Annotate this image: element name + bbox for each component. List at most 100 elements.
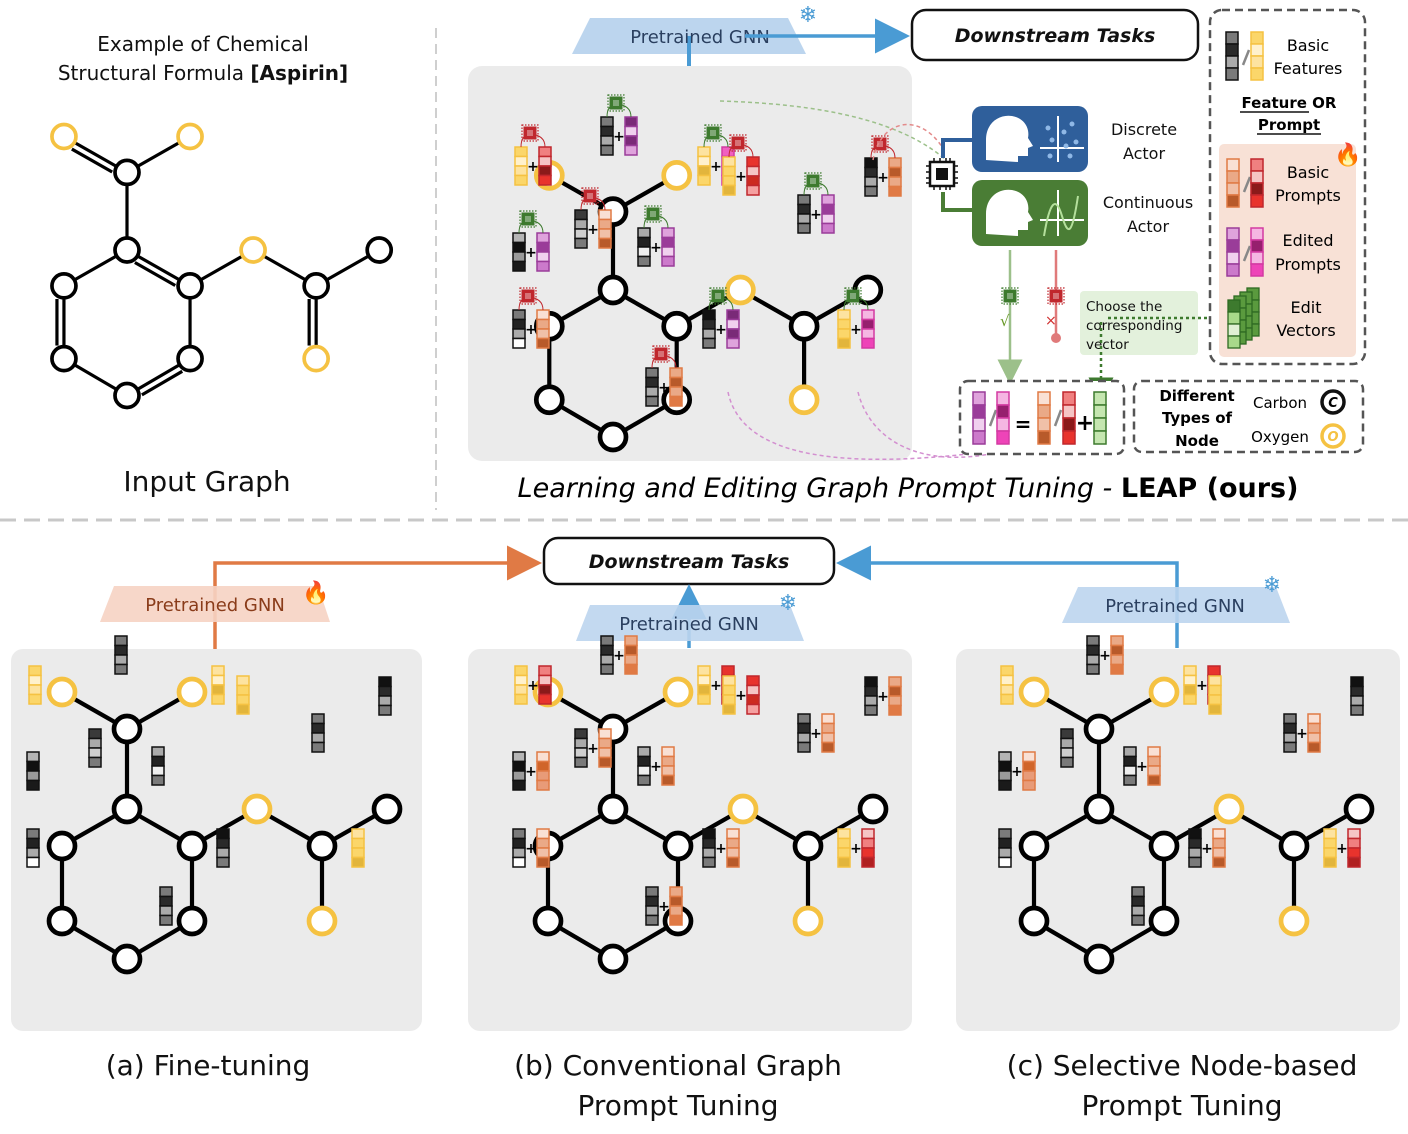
carbon-node	[1148, 830, 1180, 862]
plus-sign: +	[613, 129, 625, 145]
prompt-vector-C6	[669, 367, 683, 407]
carbon-node	[597, 421, 629, 453]
feature-vector-C8	[311, 713, 325, 753]
plus-sign: +	[850, 322, 862, 338]
agent-chip-icon	[926, 158, 958, 190]
carbon-node	[113, 158, 141, 187]
selective-caption-1: (c) Selective Node-based	[1007, 1049, 1358, 1082]
plus-sign: +	[810, 207, 822, 223]
feature-vector-C4	[512, 751, 526, 791]
legend-edited-pink	[1250, 227, 1264, 277]
feature-vector-O3	[722, 156, 736, 196]
carbon-node	[661, 310, 693, 342]
chip-icon	[709, 287, 727, 305]
feature-vector-C1	[600, 635, 614, 675]
prompt-vector-O4	[1347, 828, 1361, 868]
discrete-actor-label-1: Discrete	[1111, 120, 1177, 139]
plus-sign: +	[735, 169, 747, 185]
selective-molecule: +++++++	[998, 635, 1375, 975]
leap-graph-area	[468, 66, 912, 461]
fire-icon: 🔥	[302, 580, 329, 606]
feature-vector-O1	[514, 665, 528, 705]
legend-feature-gray	[1225, 31, 1239, 81]
plus-sign: +	[525, 322, 537, 338]
chip-icon	[729, 134, 747, 152]
feature-vector-C6	[645, 367, 659, 407]
plus-sign: +	[1011, 764, 1023, 780]
prompt-vector-C5	[536, 828, 550, 868]
feature-vector-C6	[159, 886, 173, 926]
chip-icon	[652, 345, 670, 363]
feature-vector-C4	[26, 751, 40, 791]
oxygen-node	[1213, 793, 1245, 825]
wave-plot-icon	[1040, 190, 1084, 237]
plus-sign: +	[1336, 841, 1348, 857]
carbon-node	[597, 943, 629, 975]
feature-vector-O4	[837, 309, 851, 349]
prompt-vector-C4	[1022, 751, 1036, 791]
carbon-label: Carbon	[1253, 394, 1307, 412]
carbon-node	[597, 274, 629, 306]
feature-vector-C3	[151, 746, 165, 786]
plus-sign: +	[877, 170, 889, 186]
scatter-plot-icon	[1040, 116, 1084, 162]
input-graph-caption: Input Graph	[123, 465, 290, 498]
feature-vector-O4	[837, 828, 851, 868]
oxygen-node	[46, 676, 78, 708]
continuous-actor-label-1: Continuous	[1103, 193, 1193, 212]
continuous-actor	[972, 180, 1088, 246]
edited-prompt-vector-a	[972, 391, 986, 445]
prompt-vector-C3	[661, 746, 675, 786]
plus-sign: +	[1201, 841, 1213, 857]
feature-prompt-legend: Basic Features Feature OR Prompt 🔥 Basic…	[1208, 8, 1367, 366]
plus-sign: +	[650, 240, 662, 256]
oxygen-node	[792, 905, 824, 937]
leap-gnn-label: Pretrained GNN	[630, 27, 770, 48]
oxygen-symbol: O	[1327, 430, 1338, 445]
chip-icon	[519, 210, 537, 228]
finetune-pretrained-gnn: Pretrained GNN 🔥	[100, 580, 330, 622]
plus-sign: +	[1099, 648, 1111, 664]
prompt-vector-C4	[536, 232, 550, 272]
bottom-downstream-tasks-box: Downstream Tasks	[542, 536, 836, 586]
prompt-vector-C7	[726, 828, 740, 868]
carbon-node	[1018, 830, 1050, 862]
prompt-vector-C9	[888, 157, 902, 197]
carbon-node	[306, 830, 338, 862]
leap-caption: Learning and Editing Graph Prompt Tuning…	[518, 473, 1299, 504]
conventional-caption-2: Prompt Tuning	[578, 1089, 779, 1122]
edited-prompts-label-1: Edited	[1283, 231, 1334, 250]
oxygen-node	[306, 905, 338, 937]
chip-icon	[521, 124, 539, 142]
leap-caption-bold: LEAP (ours)	[1121, 473, 1299, 504]
prompt-label: Prompt	[1258, 116, 1320, 134]
plus-sign: +	[1296, 726, 1308, 742]
carbon-node	[176, 344, 204, 373]
conventional-caption-1: (b) Conventional Graph	[514, 1049, 842, 1082]
plus-sign: +	[658, 380, 670, 396]
feature-vector-O1	[1000, 665, 1014, 705]
chip-icon	[844, 287, 862, 305]
feature-vector-C4	[998, 751, 1012, 791]
plus-sign: +	[525, 245, 537, 261]
feature-vector-O4	[351, 828, 365, 868]
prompt-vector-C8	[1307, 713, 1321, 753]
prompt-vector-C3	[661, 227, 675, 267]
feature-vector-O1	[28, 665, 42, 705]
feature-vector-C7	[702, 309, 716, 349]
feature-vector-C3	[1123, 746, 1137, 786]
carbon-node	[46, 830, 78, 862]
check-mark-icon: √	[1000, 312, 1010, 330]
plus-sign: +	[1196, 678, 1208, 694]
prompt-vector-C1	[624, 116, 638, 156]
bottom-row: Downstream Tasks Pretrained GNN 🔥 Pretra…	[11, 536, 1400, 1122]
carbon-node	[857, 793, 889, 825]
double-bond	[71, 147, 113, 174]
selected-node-chip-icon	[1001, 287, 1019, 305]
basic-prompts-label-1: Basic	[1287, 163, 1329, 182]
prompt-vector-O3	[746, 675, 760, 715]
feature-vector-C6	[645, 886, 659, 926]
oxygen-node	[176, 676, 208, 708]
node-types-legend: Different Types of Node Carbon C Oxygen …	[1132, 379, 1365, 454]
